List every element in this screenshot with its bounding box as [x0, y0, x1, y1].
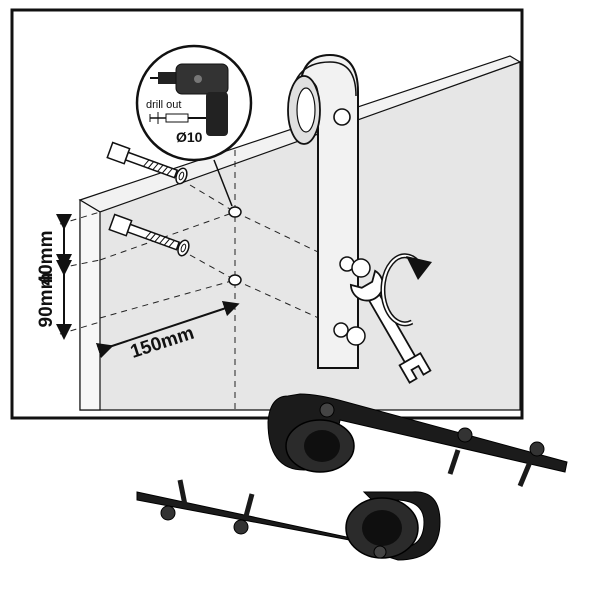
drill-hole-top — [228, 206, 242, 218]
hanger-hardware-lower — [136, 479, 441, 561]
rotate-arrow-icon — [380, 253, 432, 327]
installed-hanger — [287, 53, 371, 369]
illustration-panel: 40mm 90mm 150mm drill out — [10, 8, 524, 420]
drill-icon — [150, 63, 229, 136]
drill-callout: drill out Ø10 — [135, 44, 253, 207]
diameter-label: Ø10 — [176, 129, 203, 145]
hanger-hardware-upper — [267, 393, 568, 487]
vertical-dimension: 40mm 90mm — [36, 214, 72, 340]
drill-bit-icon — [149, 112, 206, 124]
drill-hole-bottom — [228, 274, 242, 286]
dim-label-40mm: 40mm — [36, 231, 57, 286]
bolt-icon — [160, 479, 255, 535]
dim-label-90mm: 90mm — [36, 273, 57, 328]
strap-nut-bottom — [333, 322, 366, 346]
bolt-icon — [108, 213, 190, 257]
drill-label: drill out — [146, 99, 181, 111]
bolt-icon — [447, 427, 545, 487]
bolt-icon — [106, 141, 188, 185]
strap-nut-top — [339, 256, 371, 278]
roller-wheel-icon — [287, 75, 321, 145]
door-side-edge — [79, 198, 101, 411]
